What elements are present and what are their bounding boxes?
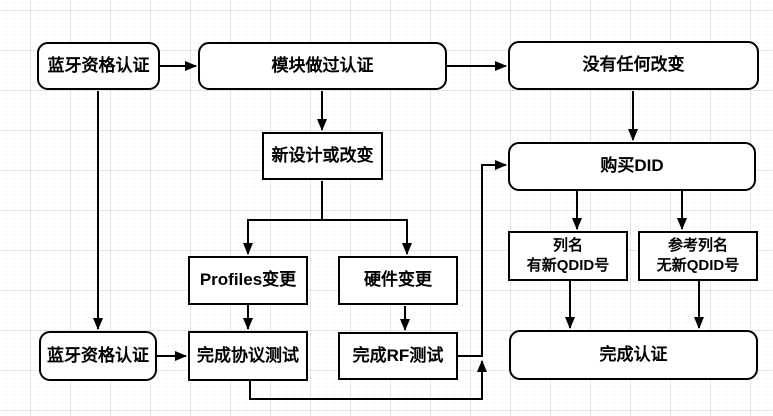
node-complete-certification[interactable]: 完成认证: [509, 330, 758, 380]
connector-rftest-to-buydid: [458, 160, 507, 357]
node-buy-did[interactable]: 购买DID: [508, 142, 756, 191]
node-module-certified[interactable]: 模块做过认证: [198, 42, 447, 90]
node-complete-rf-test[interactable]: 完成RF测试: [338, 332, 458, 380]
connector-newdesign-to-hardware: [321, 181, 412, 255]
node-no-change[interactable]: 没有任何改变: [508, 41, 759, 90]
connector-protocoltest-to-buydid: [249, 360, 487, 400]
node-complete-protocol-test[interactable]: 完成协议测试: [188, 331, 308, 381]
node-hardware-change[interactable]: 硬件变更: [338, 256, 458, 305]
node-bt-qualification-top[interactable]: 蓝牙资格认证: [37, 42, 160, 90]
node-bt-qualification-bottom[interactable]: 蓝牙资格认证: [39, 331, 157, 381]
node-ref-listing-no-new-qdid[interactable]: 参考列名 无新QDID号: [638, 231, 758, 281]
node-listing-new-qdid[interactable]: 列名 有新QDID号: [508, 231, 628, 281]
connector-newdesign-to-profiles: [243, 181, 323, 255]
node-profiles-change[interactable]: Profiles变更: [188, 256, 308, 305]
node-new-design-or-change[interactable]: 新设计或改变: [262, 132, 383, 180]
